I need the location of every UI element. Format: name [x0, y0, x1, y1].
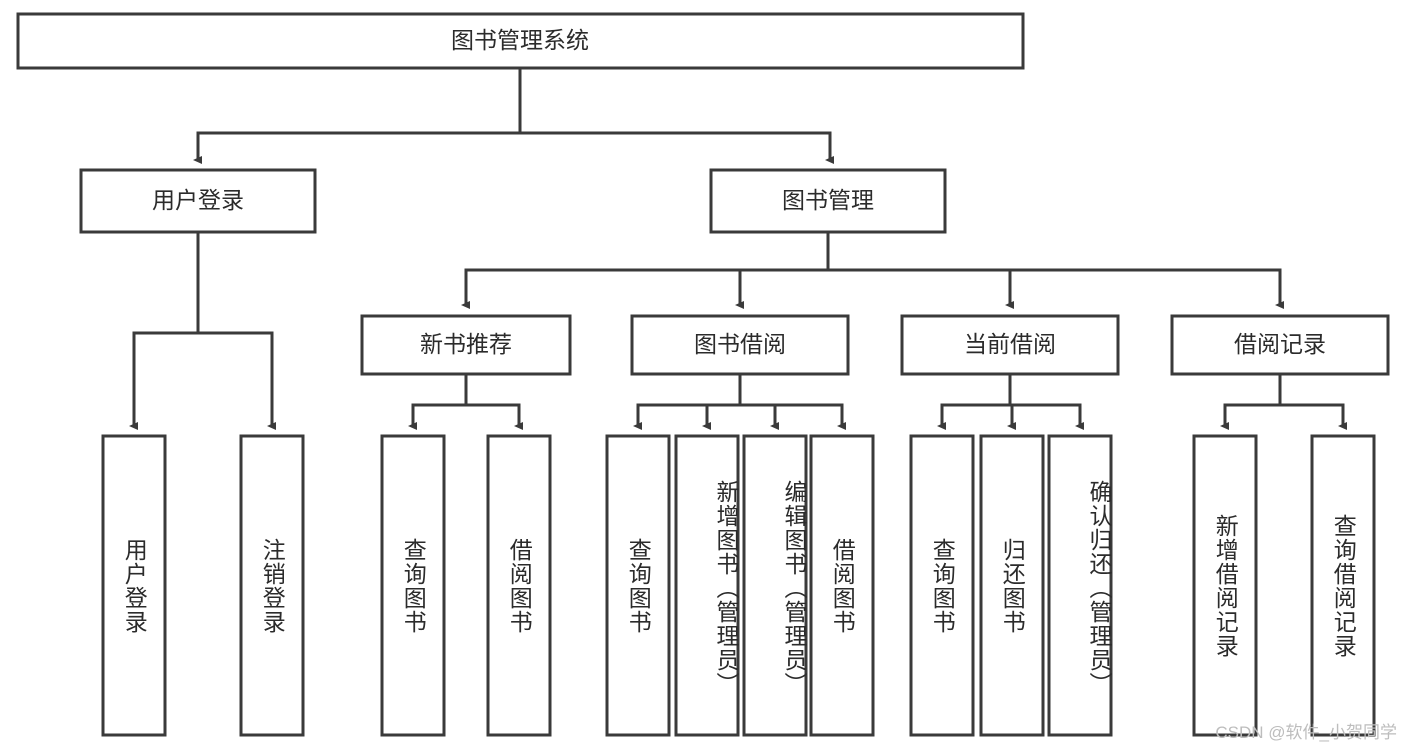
node-borrow-record[interactable]: [1170, 314, 1390, 376]
node-leaf-query-book-2[interactable]: [605, 434, 671, 737]
node-current-borrow[interactable]: [900, 314, 1120, 376]
node-leaf-logout[interactable]: [239, 434, 305, 737]
node-user-login[interactable]: [79, 168, 317, 234]
node-current-borrow-label: 当前借阅: [964, 331, 1056, 357]
node-leaf-query-book-3[interactable]: [909, 434, 975, 737]
node-leaf-return-book[interactable]: [979, 434, 1045, 737]
node-borrow-record-label: 借阅记录: [1234, 331, 1326, 357]
node-book-management-label: 图书管理: [782, 187, 874, 213]
node-new-book-recommend[interactable]: [360, 314, 572, 376]
node-leaf-query-record[interactable]: [1310, 434, 1376, 737]
node-leaf-borrow-book-2[interactable]: [809, 434, 875, 737]
node-book-borrow[interactable]: [630, 314, 850, 376]
node-leaf-borrow-book-1[interactable]: [486, 434, 552, 737]
node-leaf-user-login[interactable]: [101, 434, 167, 737]
node-user-login-label: 用户登录: [152, 187, 244, 213]
node-book-management[interactable]: [709, 168, 947, 234]
node-leaf-add-book[interactable]: [674, 434, 740, 737]
csdn-watermark: CSDN @软件_小贺同学: [1215, 723, 1397, 742]
node-book-borrow-label: 图书借阅: [694, 331, 786, 357]
node-leaf-query-book-1[interactable]: [380, 434, 446, 737]
node-leaf-confirm-return[interactable]: [1047, 434, 1113, 737]
node-root-label: 图书管理系统: [451, 27, 589, 53]
node-leaf-add-record[interactable]: [1192, 434, 1258, 737]
node-leaf-edit-book[interactable]: [742, 434, 808, 737]
node-root[interactable]: [16, 12, 1025, 70]
node-new-book-recommend-label: 新书推荐: [420, 331, 512, 357]
